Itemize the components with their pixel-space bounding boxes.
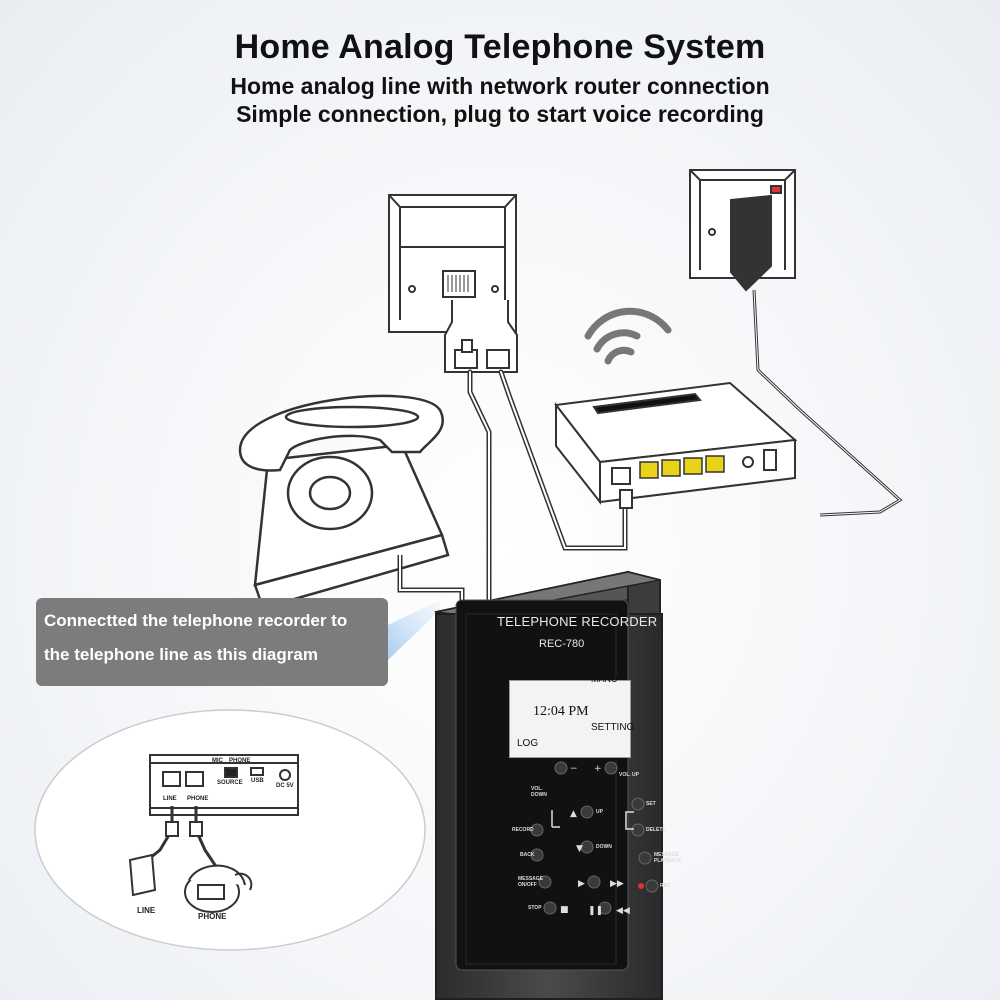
- up-button-label: UP: [596, 809, 603, 815]
- svg-text:◀◀: ◀◀: [616, 906, 630, 916]
- svg-text:■: ■: [560, 905, 569, 915]
- device-title: TELEPHONE RECORDER: [497, 614, 658, 629]
- wifi-router: [554, 381, 798, 509]
- rotary-telephone: [238, 394, 450, 610]
- line-splitter: [444, 300, 518, 373]
- svg-text:▼: ▼: [576, 844, 583, 854]
- wifi-icon: [584, 307, 672, 365]
- inset-usb: USB: [251, 778, 264, 784]
- subtitle-line-1: Home analog line with network router con…: [230, 73, 770, 99]
- inset-port-line: LINE: [163, 796, 177, 802]
- device-model: REC-780: [539, 638, 585, 650]
- svg-text:−: −: [570, 764, 578, 774]
- record-button-label: RECORD: [512, 827, 534, 833]
- keypad-glyphs: −+ ▲▼ ▶▶▶ ❚❚◀◀ ■: [560, 764, 630, 916]
- svg-text:▶: ▶: [578, 879, 585, 889]
- svg-text:+: +: [594, 764, 602, 774]
- lcd-screen: [509, 680, 631, 758]
- lcd-menu-label: MANU: [591, 674, 618, 684]
- svg-text:❚❚: ❚❚: [588, 906, 603, 916]
- back-button-label: BACK: [520, 852, 535, 858]
- vol-down-button-label: VOL. DOWN: [531, 786, 547, 798]
- power-outlet: [689, 169, 796, 292]
- rec-button-label: REC: [660, 883, 671, 889]
- message-playback-button-label: MESSAGE PLAYBACK: [654, 852, 682, 864]
- inset-recorder-back: [149, 754, 299, 816]
- inset-source: SOURCE: [217, 780, 243, 786]
- set-button-label: SET: [646, 801, 656, 807]
- callout-line-1: Connectted the telephone recorder to: [44, 611, 348, 630]
- message-on-off-button-label: MESSAGE ON/OFF: [518, 876, 544, 888]
- connection-callout: Connectted the telephone recorder to the…: [36, 598, 388, 686]
- svg-text:▶▶: ▶▶: [610, 879, 624, 889]
- wall-phone-socket: [388, 194, 517, 333]
- subtitle-line-2: Simple connection, plug to start voice r…: [236, 101, 764, 127]
- keypad: [530, 761, 659, 915]
- callout-line-2: the telephone line as this diagram: [44, 645, 318, 664]
- inset-mic: MIC: [212, 758, 223, 764]
- inset-wall-socket: [128, 853, 157, 897]
- page-title: Home Analog Telephone System: [234, 28, 766, 66]
- stop-button-label: STOP: [528, 905, 542, 911]
- lcd-time: 12:04 PM: [533, 704, 589, 719]
- inset-desk-phone: [184, 864, 253, 913]
- down-button-label: DOWN: [596, 844, 612, 850]
- connection-inset: [34, 709, 426, 951]
- delete-button-label: DELETE: [646, 827, 666, 833]
- inset-label-phone: PHONE: [198, 912, 227, 921]
- inset-phone-jack: PHONE: [229, 758, 251, 764]
- inset-label-line: LINE: [137, 906, 156, 915]
- lcd-log-softkey: LOG: [517, 738, 539, 749]
- inset-dc: DC 5V: [276, 783, 294, 789]
- inset-port-phone: PHONE: [187, 796, 209, 802]
- lcd-setting-softkey: SETTING: [591, 722, 635, 733]
- svg-text:▲: ▲: [570, 809, 577, 819]
- vol-up-button-label: VOL. UP: [619, 772, 640, 778]
